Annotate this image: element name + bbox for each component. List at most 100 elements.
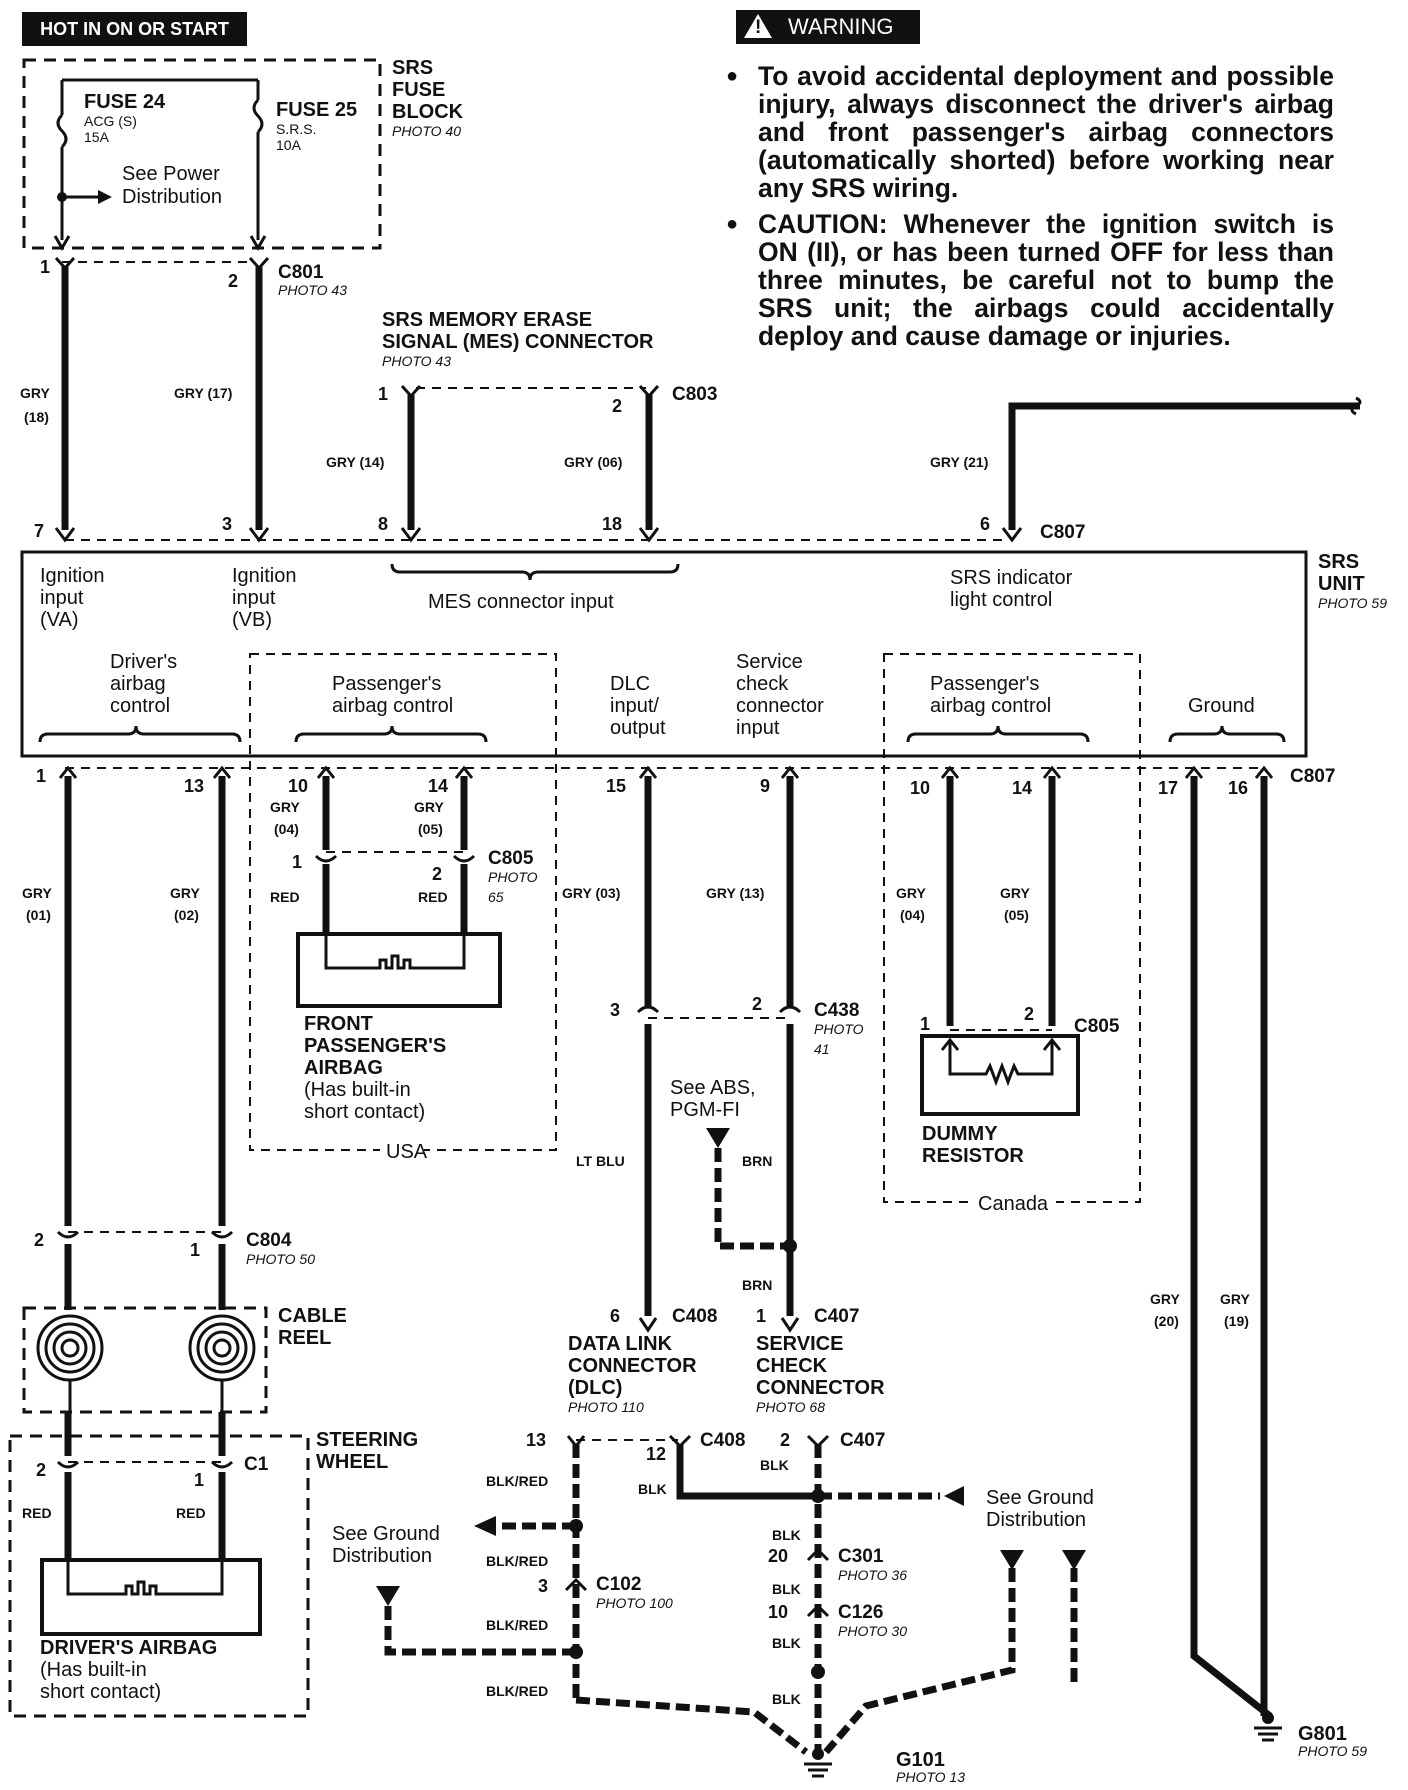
- srs-unit-box: [20, 550, 1308, 758]
- splice-dot: [811, 1665, 825, 1679]
- pass1-brace: [294, 725, 488, 743]
- fuse25-l2: 10A: [276, 137, 302, 153]
- fuse25-l1: S.R.S.: [276, 121, 316, 137]
- srs-pin-6: 6: [980, 514, 990, 534]
- c102-name: C102: [596, 1574, 641, 1595]
- c102-photo: PHOTO 100: [596, 1595, 673, 1611]
- blk-label-4: BLK: [772, 1581, 801, 1597]
- driver-ctrl-2: airbag: [110, 673, 166, 695]
- see-abs-1: See ABS,: [670, 1077, 756, 1099]
- c804-pin-1: 1: [190, 1240, 200, 1260]
- c408-pin-6: 6: [610, 1306, 620, 1326]
- fp-note-2: short contact): [304, 1101, 425, 1123]
- c807-bottom-name: C807: [1290, 766, 1335, 787]
- blk-label-5: BLK: [772, 1635, 801, 1651]
- usa-label-bg: [380, 1138, 424, 1162]
- arrow-down-icon: [249, 235, 267, 251]
- connector-pin-icon: [638, 1317, 658, 1333]
- srs-pin-b14: 14: [428, 776, 448, 796]
- connector-pin-icon: [56, 1230, 80, 1239]
- indicator-1: SRS indicator: [950, 567, 1073, 589]
- ground-symbol-icon: [1254, 1712, 1282, 1742]
- dr-w04-num: (04): [900, 907, 925, 923]
- fuse24-l1: ACG (S): [84, 113, 137, 129]
- fp-name-1: FRONT: [304, 1013, 373, 1035]
- ign-vb-3: (VB): [232, 609, 272, 631]
- driver-airbag-box: [40, 1558, 262, 1636]
- wire-18-color: GRY: [20, 385, 50, 401]
- c805-fp-name: C805: [488, 848, 534, 869]
- blkred-label-2: BLK/RED: [486, 1553, 548, 1569]
- c803-pin-1: 1: [378, 384, 388, 404]
- warning-title: WARNING: [788, 14, 894, 39]
- c805-dr-name: C805: [1074, 1016, 1120, 1037]
- dlc-io-1: DLC: [610, 673, 650, 695]
- connector-pin-icon: [248, 527, 270, 543]
- arrow-left-icon: [474, 1516, 496, 1536]
- svc-name-1: SERVICE: [756, 1333, 843, 1355]
- dlc-name-3: (DLC): [568, 1377, 622, 1399]
- connector-pin-icon: [780, 1317, 800, 1333]
- wire-gry-20: [1190, 776, 1273, 1719]
- connector-pin-icon: [314, 854, 338, 863]
- srs-unit-name-1: SRS: [1318, 551, 1359, 573]
- usa-region-box: [249, 653, 557, 1151]
- see-ground-r-2: Distribution: [986, 1509, 1086, 1531]
- wire-03-label: GRY (03): [562, 885, 620, 901]
- c805-fp-pin-2: 2: [432, 864, 442, 884]
- wire-blk-red-g101: [575, 1696, 809, 1755]
- dr-w05-color: GRY: [1000, 885, 1030, 901]
- c801-pin-1: 1: [40, 257, 50, 277]
- c408-b-name: C408: [700, 1430, 745, 1451]
- ign-va-3: (VA): [40, 609, 79, 631]
- see-ground-r-1: See Ground: [986, 1487, 1094, 1509]
- fp-name-2: PASSENGER'S: [304, 1035, 446, 1057]
- ign-vb-1: Ignition: [232, 565, 297, 587]
- ign-vb-2: input: [232, 587, 276, 609]
- dummy-name-2: RESISTOR: [922, 1145, 1024, 1167]
- fuse24-title: FUSE 24: [84, 91, 166, 113]
- c807-bottom-pins: [58, 765, 1274, 779]
- fuse25-icon: [252, 98, 264, 134]
- dlc-name-1: DATA LINK: [568, 1333, 673, 1355]
- power-dist-l2: Distribution: [122, 186, 222, 208]
- srs-unit-photo: PHOTO 59: [1318, 595, 1387, 611]
- mes-input-label: MES connector input: [428, 591, 614, 613]
- c102-pin-3: 3: [538, 1576, 548, 1596]
- cable-reel-coil-icon: [36, 1314, 104, 1412]
- dummy-name-1: DUMMY: [922, 1123, 998, 1145]
- c438-pin-3: 3: [610, 1000, 620, 1020]
- srs-pin-3: 3: [222, 514, 232, 534]
- c126-pin-10: 10: [768, 1602, 788, 1622]
- connector-pin-icon: [636, 1005, 660, 1014]
- blk-label-1: BLK: [760, 1457, 789, 1473]
- airbag-squib-icon: [66, 1560, 224, 1596]
- pass2-ctrl-1: Passenger's: [930, 673, 1039, 695]
- connector-pin-icon: [806, 1547, 830, 1562]
- see-ground-l-2: Distribution: [332, 1545, 432, 1567]
- fp-note-1: (Has built-in: [304, 1079, 411, 1101]
- connector-pin-icon: [806, 1603, 830, 1618]
- c805-dr-pin-2: 2: [1024, 1004, 1034, 1024]
- arrow-down-icon: [376, 1586, 400, 1606]
- arrow-down-icon: [1062, 1550, 1086, 1570]
- c1-pin-1: 1: [194, 1470, 204, 1490]
- gnd-w20-color: GRY: [1150, 1291, 1180, 1307]
- cable-reel-box: [22, 1306, 268, 1414]
- fuse-block-box: [22, 58, 382, 250]
- wire-02-num: (02): [174, 907, 199, 923]
- connector-pin-icon: [1001, 527, 1023, 543]
- dr-w05-num: (05): [1004, 907, 1029, 923]
- wire-blk-red-left: [384, 1606, 576, 1656]
- c407-b-pin-2: 2: [780, 1430, 790, 1450]
- fuse25-title: FUSE 25: [276, 99, 357, 121]
- wire-06-label: GRY (06): [564, 454, 622, 470]
- svc-input-2: check: [736, 673, 789, 695]
- svc-input-1: Service: [736, 651, 803, 673]
- srs-pin-b9: 9: [760, 776, 770, 796]
- ground-brace: [1168, 725, 1286, 743]
- svc-name-3: CONNECTOR: [756, 1377, 885, 1399]
- c801-name: C801: [278, 262, 324, 283]
- ground-symbol-icon: [804, 1748, 832, 1778]
- steering-wheel-box: [8, 1434, 310, 1718]
